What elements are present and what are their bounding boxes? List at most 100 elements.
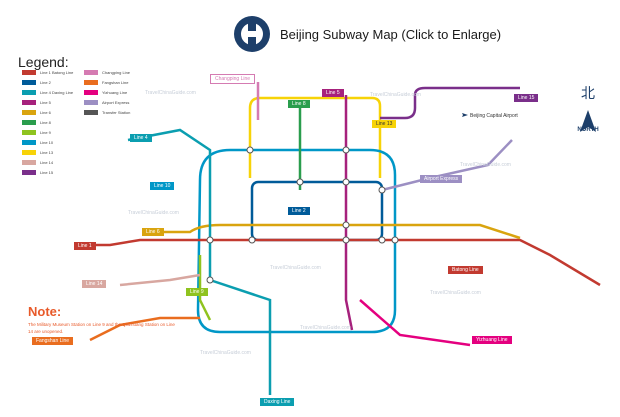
legend-swatch bbox=[22, 80, 36, 85]
legend-item: Line 13 bbox=[22, 150, 53, 155]
legend-swatch bbox=[22, 160, 36, 165]
legend-label: Changping Line bbox=[102, 70, 131, 75]
line-tag[interactable]: Line 2 bbox=[288, 207, 310, 215]
line-tag[interactable]: Batong Line bbox=[448, 266, 483, 274]
legend-label: Airport Express bbox=[102, 100, 130, 105]
line-tag[interactable]: Airport Express bbox=[420, 175, 463, 183]
legend-label: Line 10 bbox=[40, 140, 54, 145]
transfer-station bbox=[342, 236, 350, 244]
legend-swatch bbox=[22, 120, 36, 125]
transfer-stations bbox=[206, 146, 399, 284]
legend-label: Line 8 bbox=[40, 120, 51, 125]
watermark: TravelChinaGuide.com bbox=[128, 210, 179, 216]
transfer-station bbox=[296, 178, 304, 186]
legend-label: Line 4 Daxing Line bbox=[40, 90, 74, 95]
map-header[interactable]: Beijing Subway Map (Click to Enlarge) bbox=[232, 14, 501, 54]
line-13-track bbox=[248, 96, 382, 178]
transfer-station bbox=[206, 236, 214, 244]
line-tag[interactable]: Line 6 bbox=[142, 228, 164, 236]
legend-swatch bbox=[84, 90, 98, 95]
legend-label: Line 1 Batong Line bbox=[40, 70, 74, 75]
transfer-station bbox=[391, 236, 399, 244]
line-tag[interactable]: Line 4 bbox=[130, 134, 152, 142]
legend-label: Line 2 bbox=[40, 80, 51, 85]
line-tag[interactable]: Daxing Line bbox=[260, 398, 295, 406]
line-5-track bbox=[344, 95, 354, 331]
note-title: Note: bbox=[28, 304, 62, 319]
transfer-station bbox=[342, 146, 350, 154]
legend-label: Line 6 bbox=[40, 110, 51, 115]
line-10-loop bbox=[196, 148, 397, 334]
legend-swatch bbox=[84, 110, 98, 115]
line-9-track bbox=[198, 255, 212, 321]
line-tag[interactable]: Line 10 bbox=[150, 182, 175, 190]
watermark: TravelChinaGuide.com bbox=[370, 92, 421, 98]
legend-swatch bbox=[22, 100, 36, 105]
watermark: TravelChinaGuide.com bbox=[460, 162, 511, 168]
watermark: TravelChinaGuide.com bbox=[145, 90, 196, 96]
line-14-track bbox=[119, 273, 201, 287]
line-15-track bbox=[380, 86, 520, 120]
line-tag[interactable]: Line 15 bbox=[514, 94, 539, 102]
transfer-station bbox=[378, 186, 386, 194]
line-tag[interactable]: Line 1 bbox=[74, 242, 96, 250]
line-tag[interactable]: Line 14 bbox=[82, 280, 107, 288]
line-tag[interactable]: Line 13 bbox=[372, 120, 397, 128]
legend-item: Transfer Station bbox=[84, 110, 130, 115]
legend-label: Fangshan Line bbox=[102, 80, 129, 85]
north-arrow-icon bbox=[580, 110, 596, 132]
airplane-icon bbox=[462, 113, 468, 117]
line-tag[interactable]: Changping Line bbox=[210, 74, 256, 84]
legend-swatch bbox=[22, 150, 36, 155]
transfer-station bbox=[206, 276, 214, 284]
line-2-loop bbox=[250, 180, 384, 242]
line-tag[interactable]: Line 9 bbox=[186, 288, 208, 296]
note-text: The Military Museum Station on Line 9 an… bbox=[28, 322, 175, 334]
transfer-station bbox=[248, 236, 256, 244]
airport-express-track bbox=[381, 139, 513, 192]
legend-swatch bbox=[22, 140, 36, 145]
legend-swatch bbox=[84, 70, 98, 75]
legend-label: Line 5 bbox=[40, 100, 51, 105]
north-chinese-label: 北 bbox=[581, 86, 595, 102]
legend-label: Line 15 bbox=[40, 170, 54, 175]
page-title: Beijing Subway Map (Click to Enlarge) bbox=[280, 26, 502, 42]
legend-item: Line 8 bbox=[22, 120, 51, 125]
line-4-track bbox=[127, 128, 272, 395]
legend-label: Transfer Station bbox=[102, 110, 131, 115]
legend-title: Legend: bbox=[18, 54, 69, 70]
legend-item: Line 1 Batong Line bbox=[22, 70, 73, 75]
line-1-track bbox=[90, 238, 601, 287]
legend-swatch bbox=[22, 110, 36, 115]
fangshan-line-track bbox=[89, 316, 200, 342]
transfer-station bbox=[246, 146, 254, 154]
line-6-track bbox=[150, 223, 521, 240]
line-tag[interactable]: Line 5 bbox=[322, 89, 344, 97]
legend-swatch bbox=[22, 170, 36, 175]
line-tag[interactable]: Yizhuang Line bbox=[472, 336, 512, 344]
transfer-station bbox=[342, 221, 350, 229]
north-label: NORTH bbox=[577, 127, 599, 133]
legend-item: Line 9 bbox=[22, 130, 51, 135]
legend-label: Line 9 bbox=[40, 130, 51, 135]
north-indicator: 北 NORTH bbox=[568, 83, 608, 133]
legend-swatch bbox=[22, 70, 36, 75]
legend-item: Line 10 bbox=[22, 140, 53, 145]
line-tag[interactable]: Fangshan Line bbox=[32, 337, 74, 345]
legend-item: Line 4 Daxing Line bbox=[22, 90, 73, 95]
legend-swatch bbox=[22, 90, 36, 95]
legend-item: Yizhuang Line bbox=[84, 90, 127, 95]
watermark: TravelChinaGuide.com bbox=[200, 350, 251, 356]
legend-item: Line 15 bbox=[22, 170, 53, 175]
airport-label: Beijing Capital Airport bbox=[470, 113, 518, 119]
legend-item: Line 2 bbox=[22, 80, 51, 85]
legend-swatch bbox=[84, 80, 98, 85]
watermark: TravelChinaGuide.com bbox=[270, 265, 321, 271]
beijing-subway-logo-icon bbox=[234, 16, 270, 52]
legend-label: Yizhuang Line bbox=[102, 90, 128, 95]
legend-swatch bbox=[84, 100, 98, 105]
legend-item: Airport Express bbox=[84, 100, 129, 105]
transfer-station bbox=[342, 178, 350, 186]
line-tag[interactable]: Line 8 bbox=[288, 100, 310, 108]
